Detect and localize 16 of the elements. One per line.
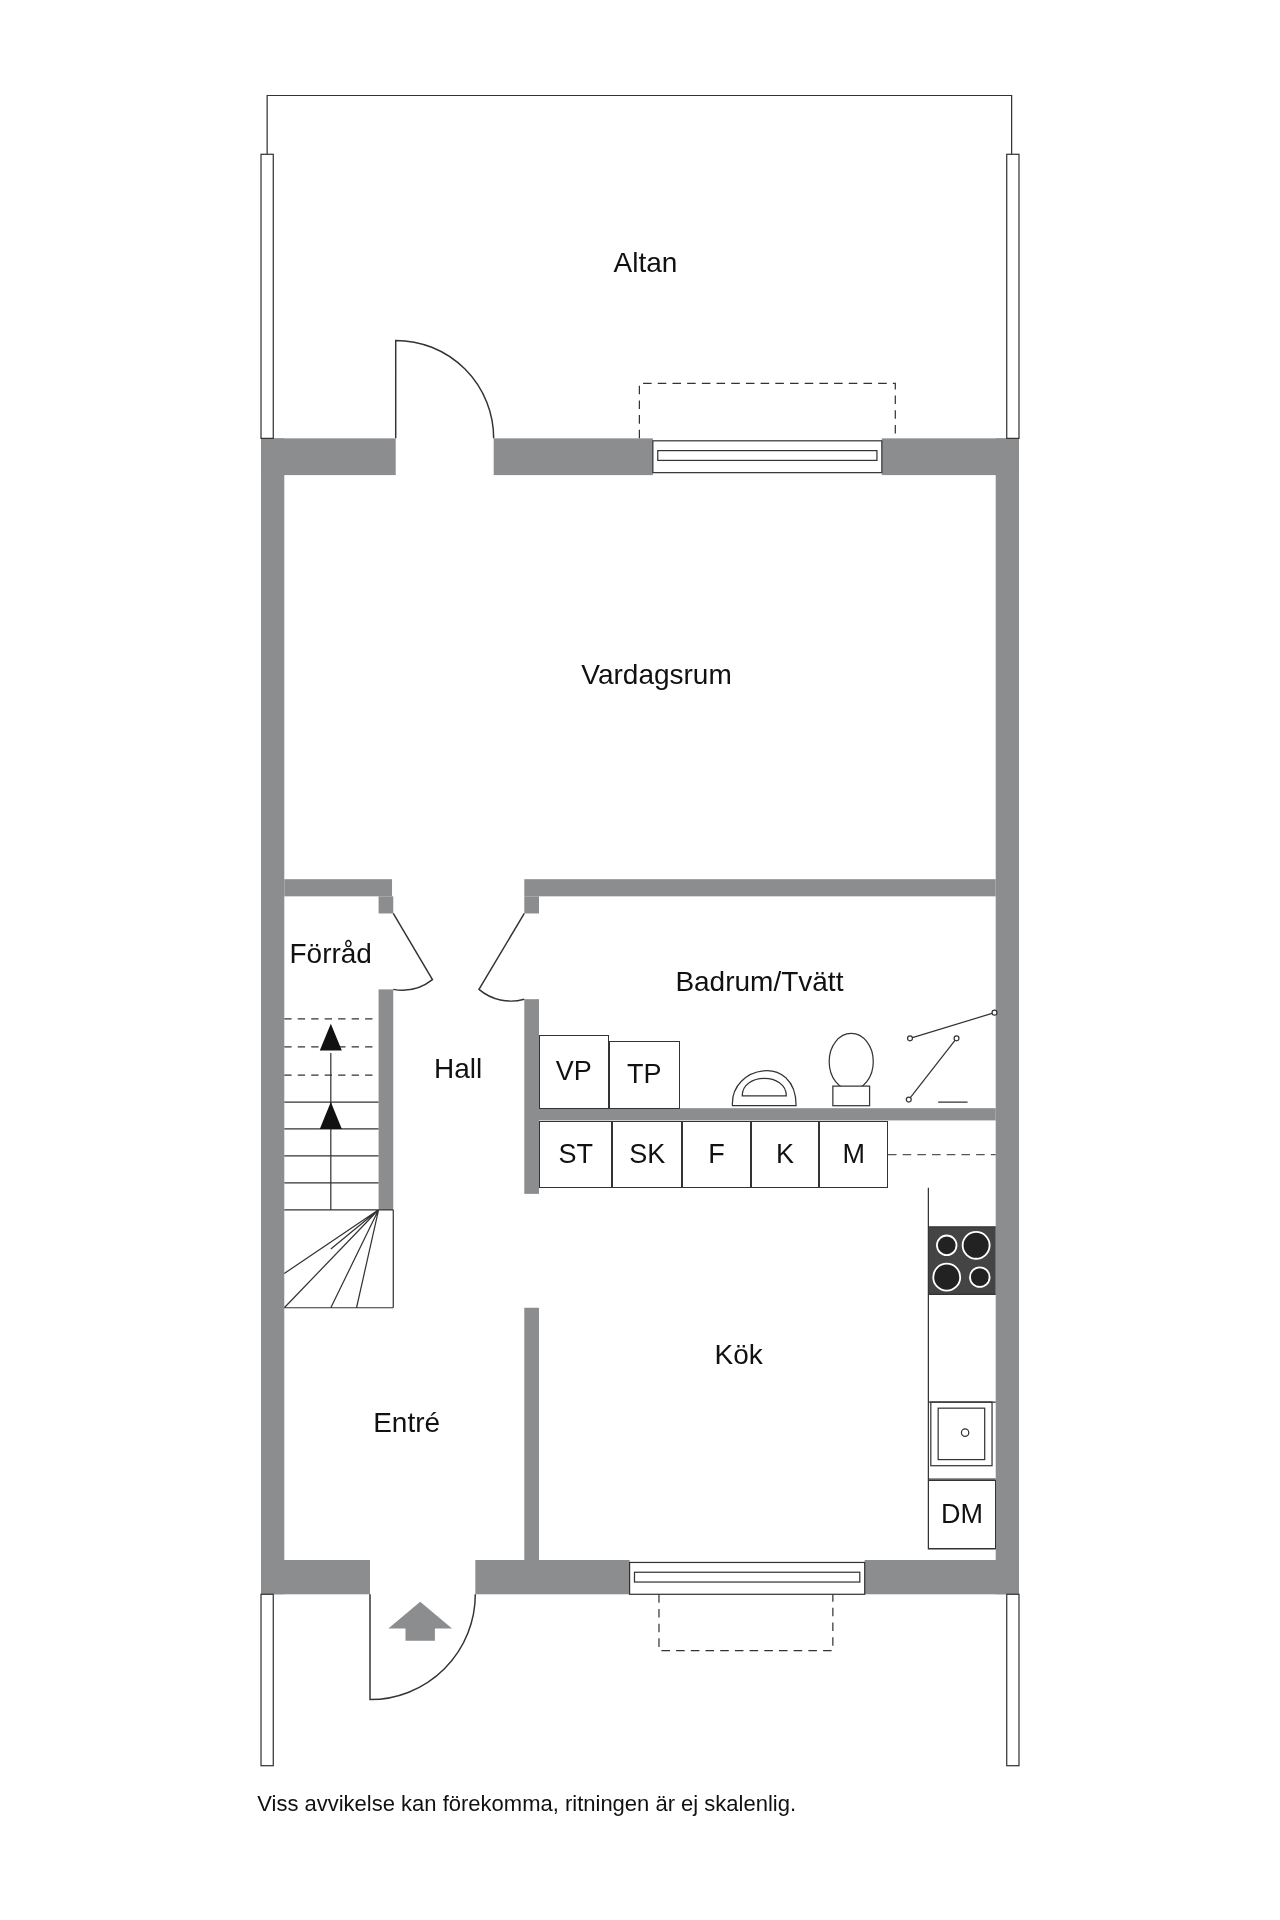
caption: Viss avvikelse kan förekomma, ritningen är ej skalenlig. bbox=[257, 1790, 797, 1817]
room-label: Kök bbox=[714, 1338, 763, 1371]
appliance-label: K bbox=[750, 1120, 820, 1189]
room-label: Vardagsrum bbox=[581, 658, 732, 691]
appliance-label: ST bbox=[538, 1120, 613, 1189]
room-label: Hall bbox=[433, 1053, 483, 1086]
appliance-label: VP bbox=[538, 1035, 609, 1109]
appliance-label: TP bbox=[608, 1041, 680, 1109]
appliance-label: M bbox=[819, 1120, 888, 1189]
room-label: Förråd bbox=[289, 938, 372, 971]
appliance-label: F bbox=[682, 1120, 751, 1189]
room-label: Badrum/Tvätt bbox=[675, 966, 844, 999]
room-label: Entré bbox=[373, 1407, 441, 1440]
appliance-label: SK bbox=[612, 1120, 683, 1189]
appliance-label: DM bbox=[928, 1479, 996, 1550]
room-label: Altan bbox=[613, 247, 678, 280]
